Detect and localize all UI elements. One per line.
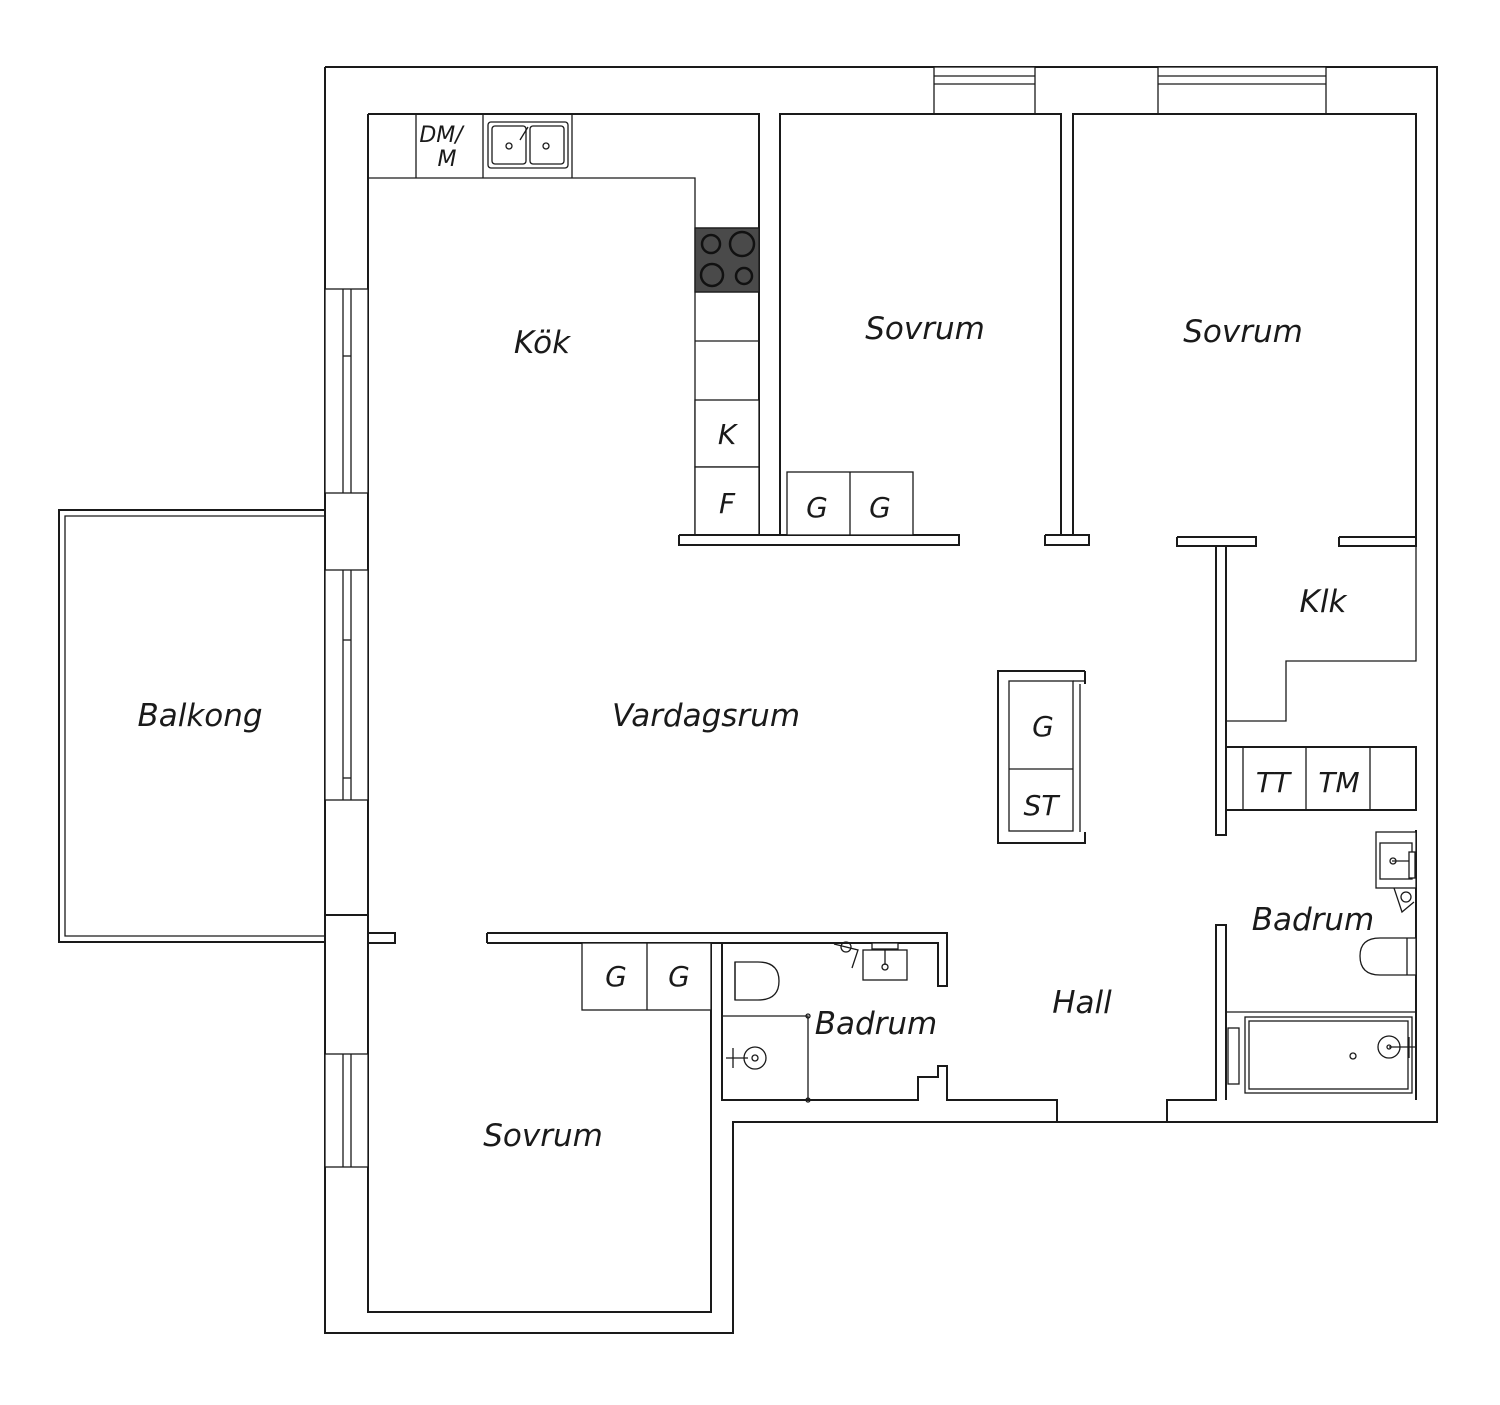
room-label-bedroom-3: Sovrum <box>483 1118 603 1154</box>
room-label-hall: Hall <box>1052 985 1112 1021</box>
room-label-bedroom-2: Sovrum <box>1183 314 1303 350</box>
wardrobe-g1-label: G <box>806 491 828 524</box>
dishwasher-label: DM/ <box>419 123 465 148</box>
washing-machine-label: TM <box>1318 766 1359 799</box>
laundry-area <box>1226 746 1417 811</box>
kitchen-counter <box>368 113 760 536</box>
toilet-icon <box>734 961 780 1001</box>
room-label-closet: Klk <box>1300 584 1348 620</box>
balcony <box>58 509 325 943</box>
room-label-bedroom-1: Sovrum <box>865 311 985 347</box>
bathtub-icon <box>1227 1016 1416 1094</box>
storage-st-label: ST <box>1024 789 1061 822</box>
freezer-label: F <box>719 487 736 520</box>
room-label-kitchen: Kök <box>514 325 571 361</box>
wardrobe-g3-label: G <box>1032 710 1054 743</box>
bathroom-2-washbasin-icon <box>1375 831 1417 914</box>
wardrobe-g5-label: G <box>668 960 690 993</box>
hall-storage <box>997 670 1086 844</box>
bathroom-2-toilet-icon <box>1359 937 1417 976</box>
room-label-balcony: Balkong <box>137 698 262 734</box>
bedroom-3-walls <box>325 914 948 1011</box>
tumble-dryer-label: TT <box>1256 766 1292 799</box>
windows <box>324 66 1327 1168</box>
wardrobe-g2-label: G <box>869 491 891 524</box>
closet-walls <box>1215 546 1417 836</box>
stove-hob-icon <box>694 227 760 293</box>
wardrobe-g4-label: G <box>605 960 627 993</box>
bedroom-1-walls <box>678 113 1090 546</box>
kitchen-sink-icon <box>487 121 569 169</box>
microwave-label: M <box>438 147 457 172</box>
shower-icon <box>726 1046 767 1070</box>
bathroom-1-walls <box>721 924 1227 1122</box>
room-label-bathroom-2: Badrum <box>1252 902 1375 938</box>
room-label-bathroom-1: Badrum <box>815 1006 938 1042</box>
fridge-label: K <box>718 418 739 451</box>
room-label-living-room: Vardagsrum <box>612 698 800 734</box>
washbasin-icon <box>833 941 908 981</box>
